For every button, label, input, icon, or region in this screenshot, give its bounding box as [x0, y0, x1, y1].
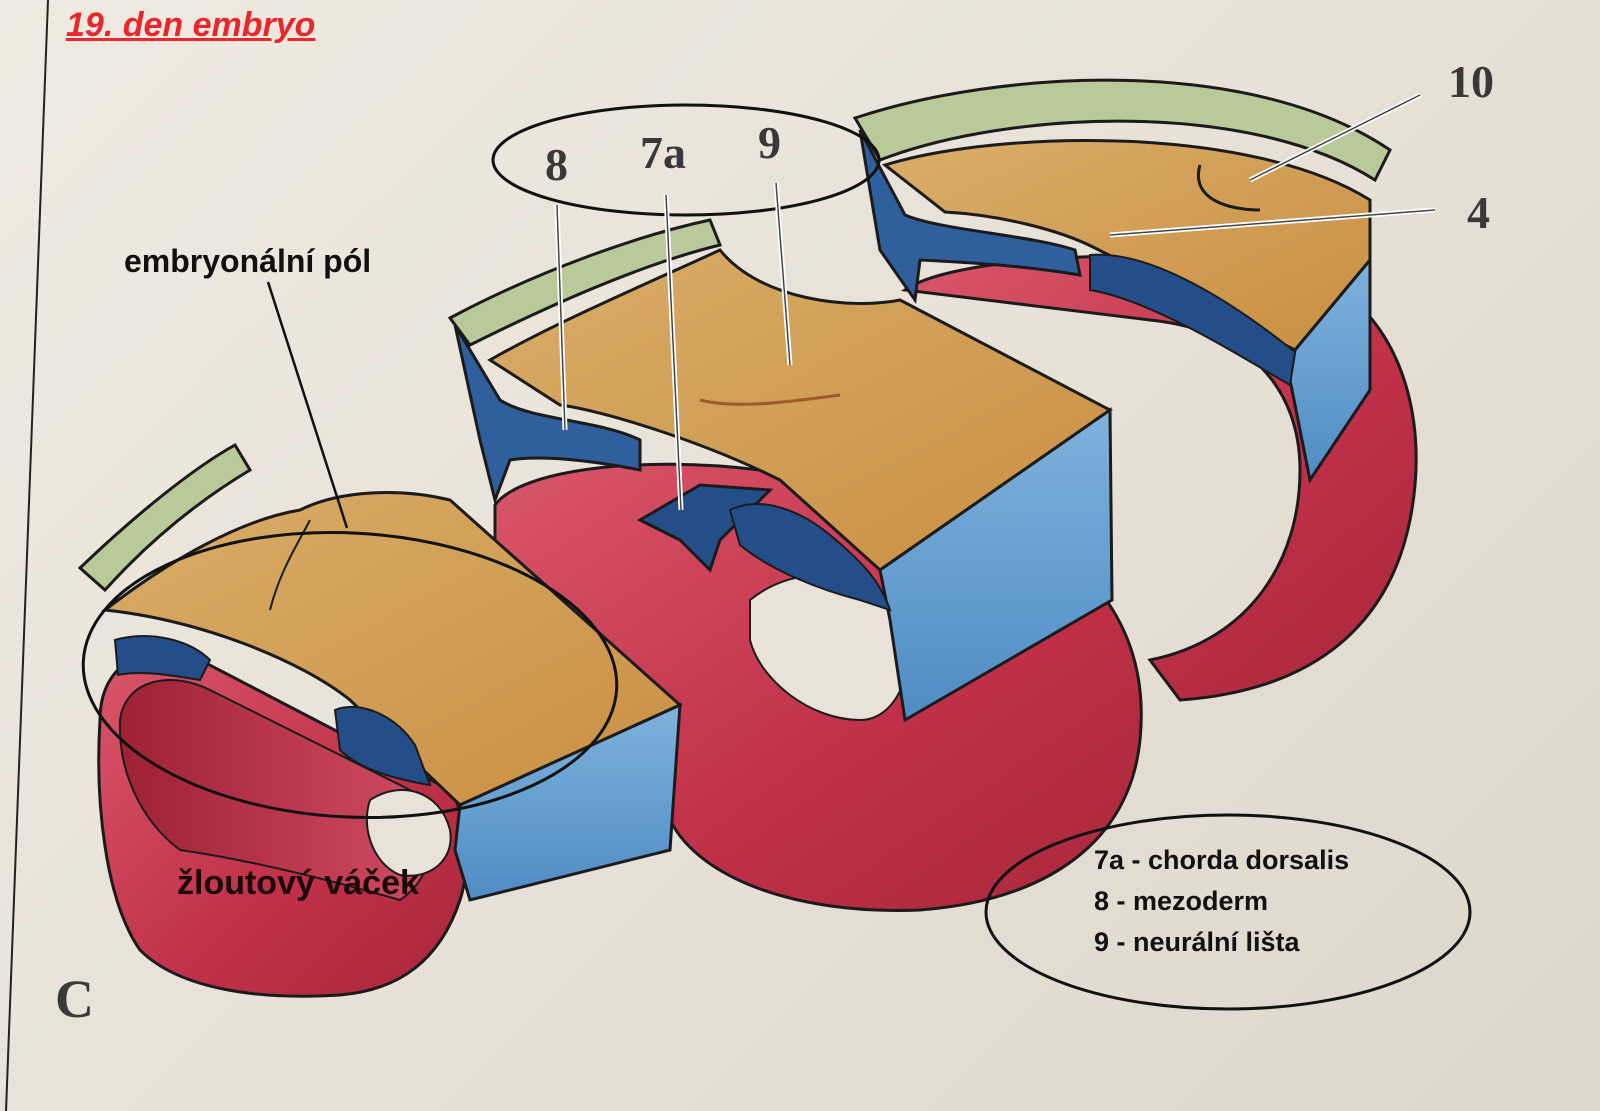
- back-primitive-groove: [1196, 164, 1261, 212]
- front-amnion: [77, 442, 253, 593]
- figure-letter: C: [55, 969, 94, 1029]
- middle-neural-groove: [699, 393, 841, 406]
- middle-ectoderm: [487, 248, 1113, 572]
- back-amnion: [852, 78, 1392, 183]
- front-dark-left: [113, 635, 212, 682]
- legend-item-chorda: 7a - chorda dorsalis: [1094, 845, 1350, 875]
- legend-item-neuralni-lista: 9 - neurální lišta: [1094, 927, 1300, 957]
- front-yolk-opening: [365, 789, 452, 877]
- segment-back: [852, 78, 1418, 702]
- callout-oval-top: [491, 103, 881, 217]
- front-neural-fold: [269, 519, 311, 611]
- callout-7a: 7a: [640, 127, 686, 178]
- callout-8: 8: [545, 139, 568, 190]
- pointer-line-7a-shadow: [665, 194, 682, 511]
- front-mesoderm: [453, 702, 682, 902]
- callout-9: 9: [758, 117, 781, 168]
- callout-4: 4: [1467, 187, 1490, 238]
- back-dark-layer: [1089, 253, 1297, 387]
- segment-front: [77, 442, 683, 998]
- label-embryonic-pole: embryonální pól: [124, 243, 372, 279]
- margin-line: [5, 0, 49, 1111]
- front-yolk-inner: [118, 679, 435, 902]
- page-title: 19. den embryo: [66, 6, 316, 44]
- middle-dark-right: [728, 503, 892, 612]
- back-left-wall: [858, 129, 1082, 305]
- legend-item-mezoderm: 8 - mezoderm: [1094, 886, 1269, 916]
- pointer-line-4-shadow: [1109, 209, 1436, 236]
- pointer-line-8-shadow: [556, 204, 566, 431]
- middle-dark-left: [453, 324, 642, 506]
- segment-middle: [447, 218, 1143, 912]
- legend: 7a - chorda dorsalis 8 - mezoderm 9 - ne…: [1094, 840, 1349, 963]
- pointer-line-embryonic-pole: [266, 281, 349, 529]
- pointer-line-9-shadow: [775, 182, 791, 366]
- middle-amnion: [447, 218, 723, 347]
- pointer-line-10-shadow: [1249, 94, 1421, 181]
- front-ectoderm: [101, 491, 683, 807]
- label-yolk-sac: žloutový váček: [177, 864, 419, 902]
- back-ectoderm: [881, 138, 1372, 352]
- legend-oval: [984, 813, 1472, 1011]
- callout-10: 10: [1448, 56, 1494, 107]
- middle-mesoderm: [878, 407, 1114, 723]
- callout-oval-embryonic-pole: [81, 531, 619, 819]
- front-dark-right: [333, 705, 432, 787]
